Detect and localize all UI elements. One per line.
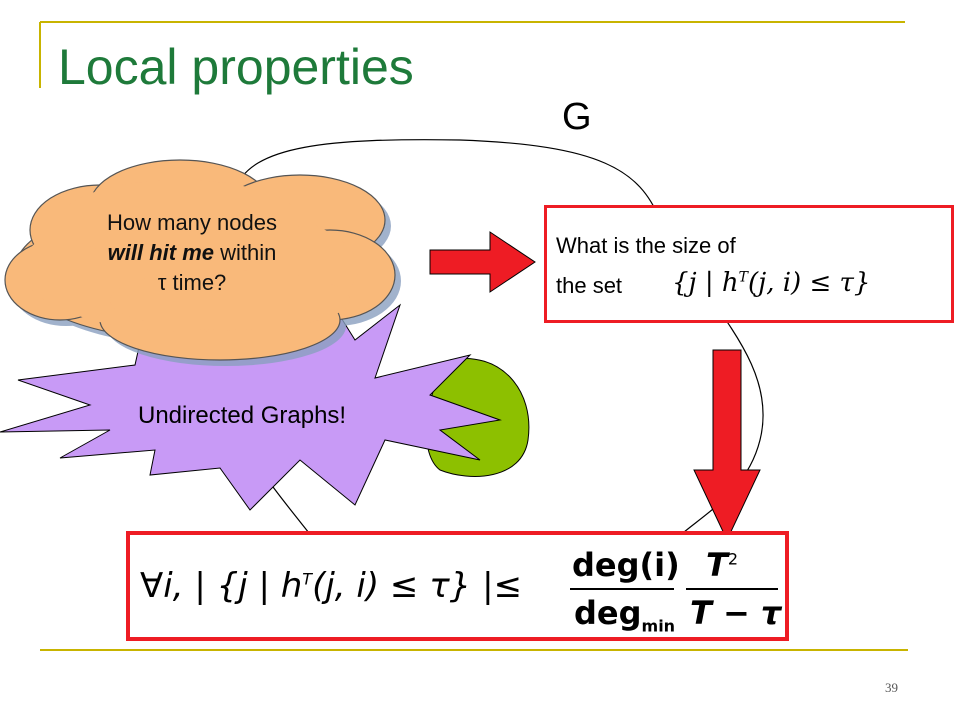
cloud-line-3: τ time? — [157, 270, 227, 295]
question-line-2: the set — [556, 273, 623, 298]
set-expression: {j | hT(j, i) ≤ τ} — [672, 268, 870, 298]
cloud-line-1: How many nodes — [107, 210, 277, 235]
page-number: 39 — [885, 680, 898, 695]
fraction1-den-sub: min — [641, 616, 676, 636]
right-arrow — [429, 231, 536, 293]
graph-label: G — [562, 96, 592, 138]
formula-lhs: ∀i, | {j | hT(j, i) ≤ τ} |≤ — [140, 566, 522, 606]
set-expression-rest: (j, i) ≤ τ} — [747, 268, 871, 298]
burst-label: Undirected Graphs! — [138, 402, 347, 429]
set-expression-start: {j | h — [672, 268, 739, 298]
cloud-question: How many nodes will hit me within τ time… — [52, 208, 332, 298]
question-box — [544, 205, 954, 323]
formula-lhs-rest: (j, i) ≤ τ} |≤ — [312, 566, 523, 606]
formula-lhs-start: ∀i, | {j | h — [140, 566, 303, 606]
question-line-1: What is the size of — [556, 233, 736, 258]
fraction2-num-text: T — [706, 546, 728, 584]
fraction2-denominator: T − τ — [690, 594, 782, 632]
formula-box — [126, 531, 789, 641]
cloud-line-2: will hit me within — [52, 238, 332, 268]
fraction1-bar — [570, 588, 674, 590]
set-superscript: T — [738, 269, 748, 286]
fraction1-numerator: deg(i) — [572, 546, 680, 584]
formula-lhs-super: T — [302, 569, 313, 589]
fraction2-numerator: T2 — [706, 546, 738, 584]
cloud-line-2-rest: within — [214, 240, 277, 265]
down-arrow — [693, 349, 761, 542]
slide-title: Local properties — [58, 39, 414, 95]
fraction2-bar — [686, 588, 778, 590]
fraction2-num-sup: 2 — [727, 549, 739, 569]
fraction1-denominator: degmin — [574, 594, 675, 635]
fraction1-den-text: deg — [574, 594, 642, 632]
cloud-emphasis: will hit me — [107, 240, 214, 265]
